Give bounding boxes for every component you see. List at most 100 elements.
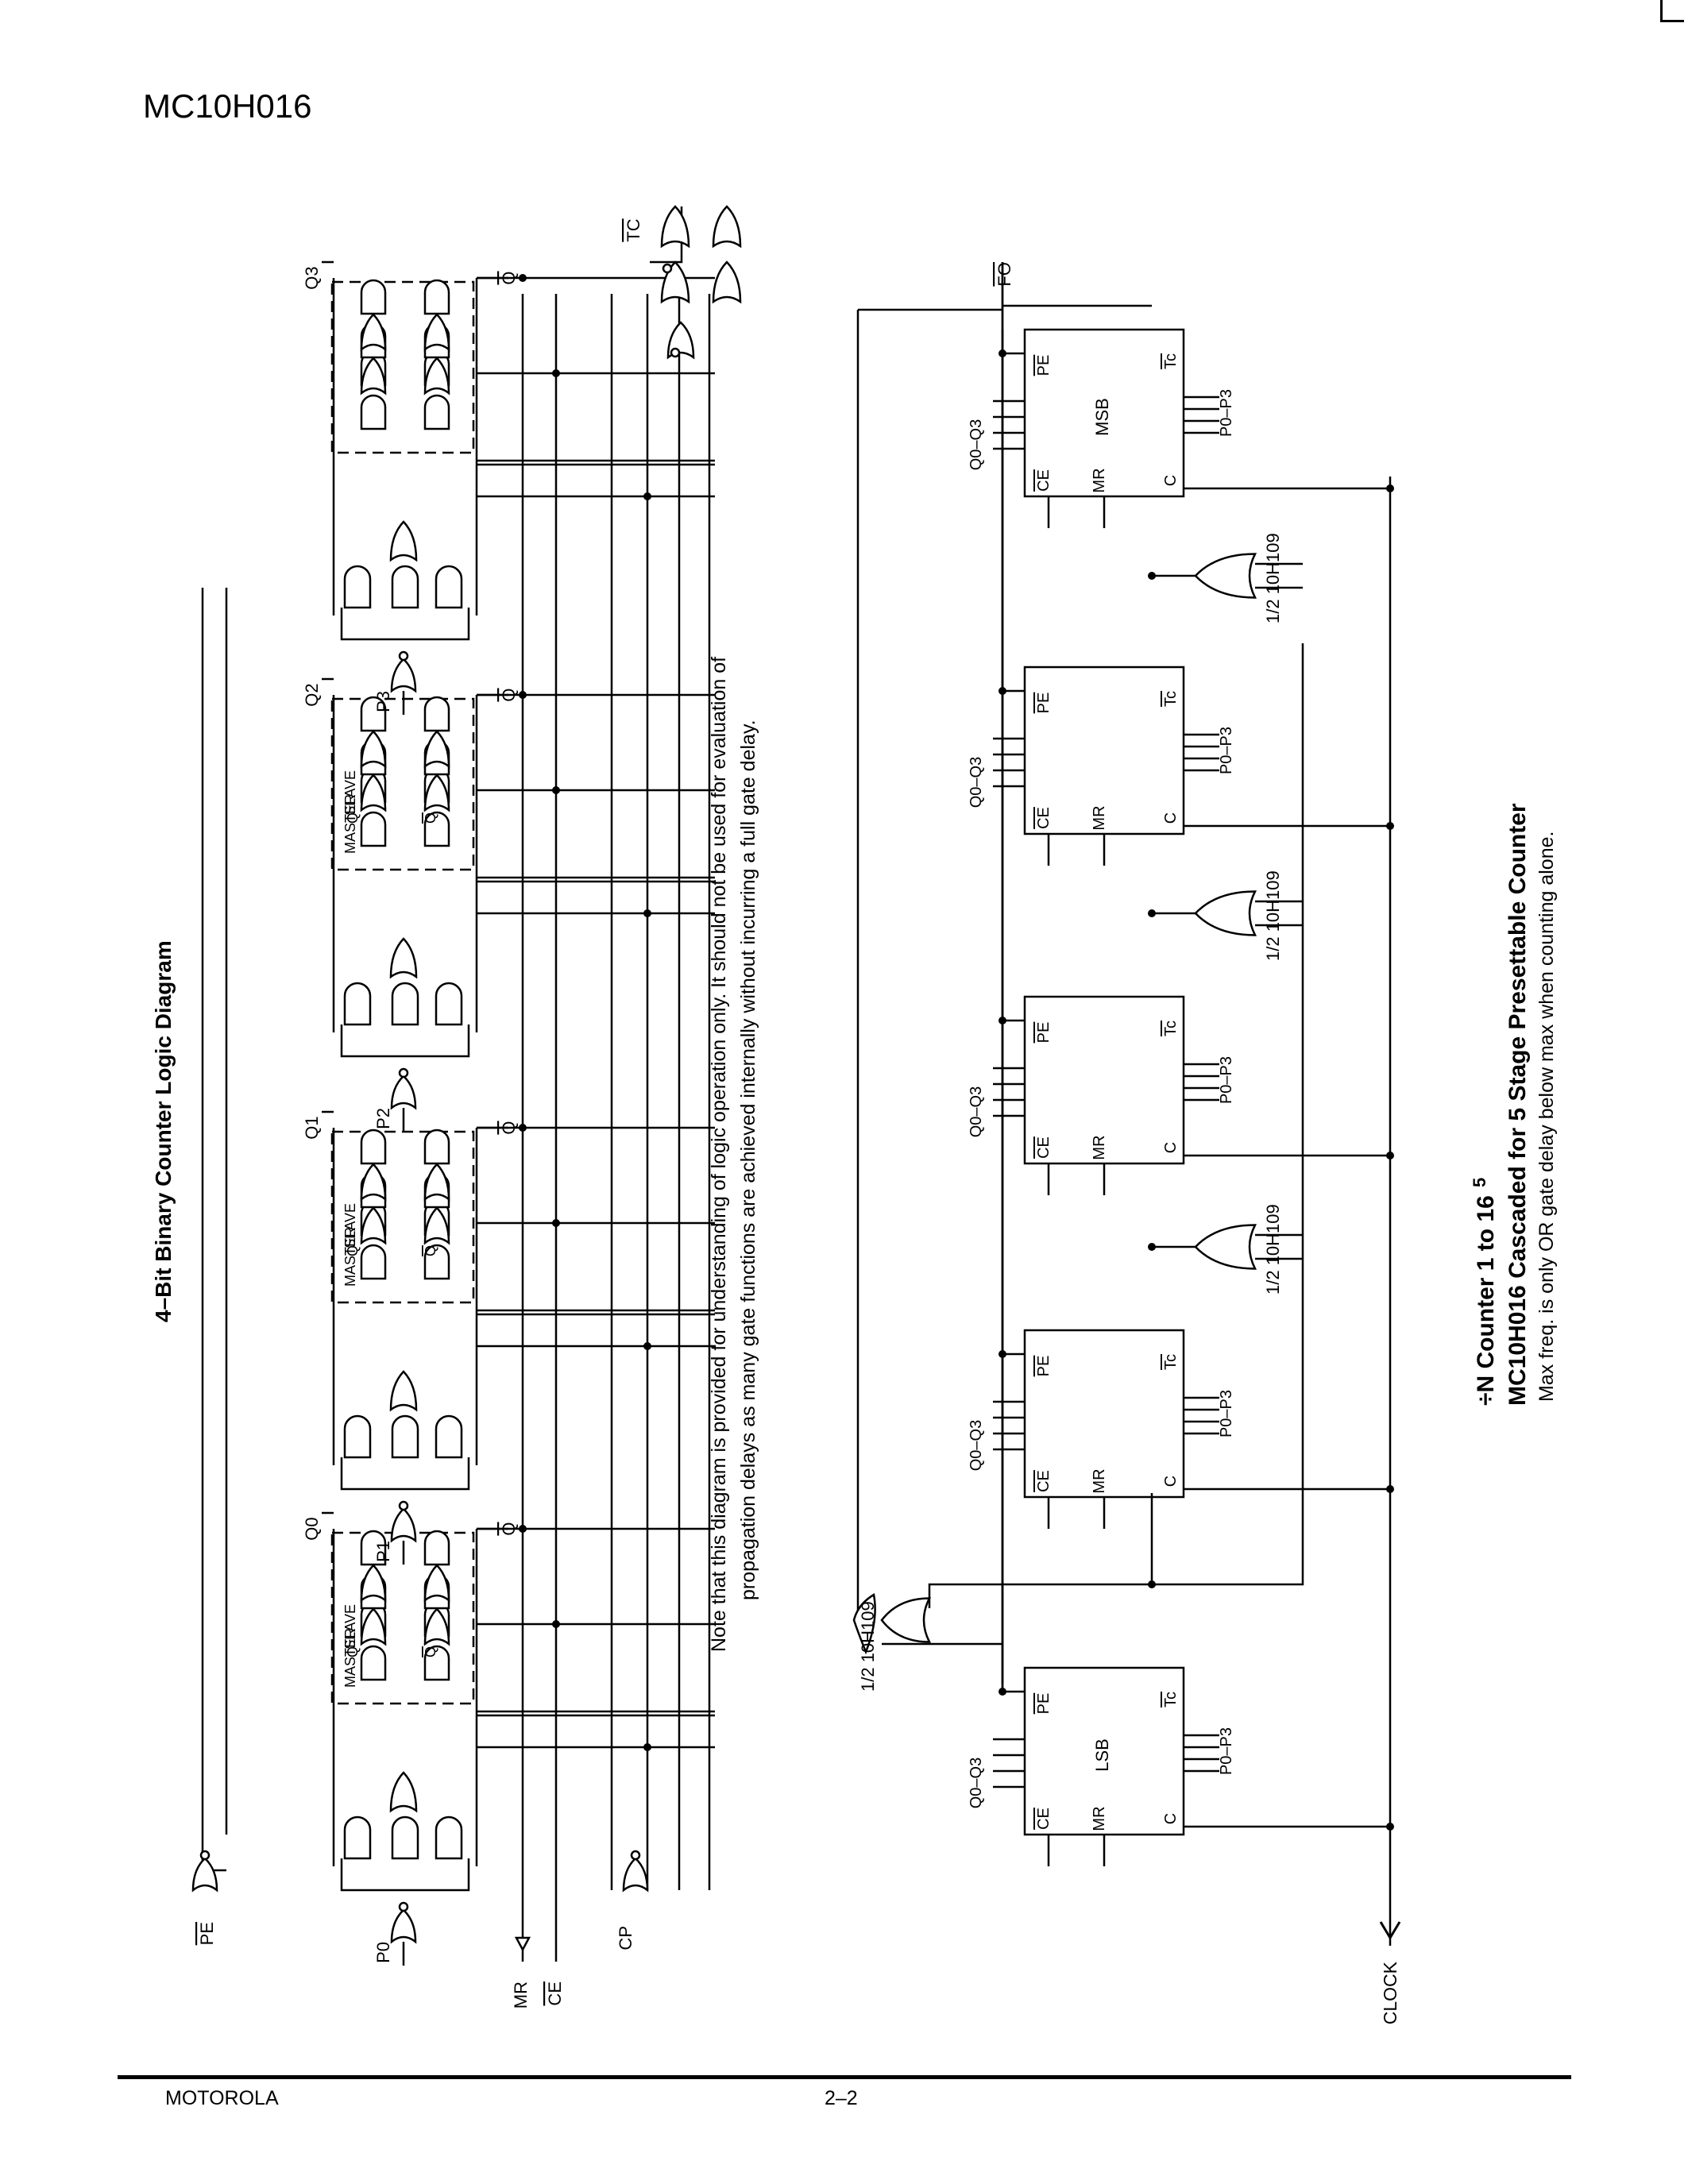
latch-or-gate (423, 730, 450, 769)
pin-tc: Tc (1162, 1692, 1180, 1707)
cascade-or-gate (1194, 890, 1257, 936)
qbar-label: Q (423, 812, 438, 824)
latch-and-gate (423, 279, 450, 315)
input-label-cp: CP (616, 1926, 635, 1951)
input-and-gate (343, 982, 372, 1026)
input-and-gate (435, 982, 463, 1026)
wire (340, 1457, 470, 1491)
pin-ce: CE (1035, 807, 1053, 829)
input-and-gate (391, 1815, 419, 1860)
pin-tc: Tc (1162, 691, 1180, 707)
latch-and-gate (360, 1645, 387, 1681)
junction-dot (1148, 1243, 1156, 1251)
pin-mr: MR (1091, 1468, 1108, 1493)
pin-p-bus: P0–P3 (1218, 1390, 1235, 1437)
msb-block-label: MSB (1092, 398, 1112, 436)
pin-p-bus: P0–P3 (1218, 1056, 1235, 1104)
diagram-gates (191, 205, 1257, 1952)
slave-label: SLAVE (342, 770, 358, 816)
input-and-gate (391, 982, 419, 1026)
footer-rule (118, 2075, 1571, 2079)
q-label: Q (345, 1646, 361, 1657)
latch-and-gate (360, 394, 387, 430)
input-label-pe: PE (197, 1922, 217, 1945)
pin-pe: PE (1035, 1022, 1053, 1044)
output-label-tc: TC (624, 218, 643, 241)
note-line1: Note that this diagram is provided for u… (708, 657, 730, 1652)
stage-block (1023, 666, 1185, 835)
inverter-bubble (662, 263, 673, 274)
output-label-q3: Q3 (302, 266, 322, 289)
junction-dot (1148, 572, 1156, 580)
latch-and-gate (360, 279, 387, 315)
input-label-p1: P1 (373, 1541, 393, 1562)
pin-ce: CE (1035, 1136, 1053, 1159)
input-label-p3: P3 (373, 691, 393, 712)
input-and-gate (343, 565, 372, 609)
wire (340, 1858, 470, 1892)
junction-dot (1386, 1152, 1394, 1160)
diagram-wiring (201, 206, 1401, 1966)
pin-tc: Tc (1162, 353, 1180, 369)
inverter-bubble (630, 1850, 641, 1861)
pin-p-bus: P0–P3 (1218, 727, 1235, 774)
junction-dot (999, 1350, 1006, 1358)
pin-c: C (1162, 812, 1180, 824)
pin-tc: Tc (1162, 1021, 1180, 1036)
inverter-bubble (670, 347, 681, 358)
latch-or-gate (360, 1564, 387, 1603)
stage-block (1023, 1329, 1185, 1499)
wire (1379, 1921, 1401, 1940)
pin-c: C (1162, 1813, 1180, 1824)
inverter-bubble (398, 1901, 409, 1912)
inverter-bubble (398, 1067, 409, 1078)
junction-dot (519, 1525, 527, 1533)
junction-dot (552, 1219, 560, 1227)
latch-and-gate (423, 1129, 450, 1165)
p-input-gate (390, 1908, 417, 1944)
input-and-gate (435, 565, 463, 609)
pin-ce: CE (1035, 469, 1053, 492)
pin-pe: PE (1035, 1693, 1053, 1715)
pin-mr: MR (1091, 1135, 1108, 1160)
pin-c: C (1162, 475, 1180, 486)
latch-or-gate (423, 1206, 450, 1245)
junction-dot (519, 274, 527, 282)
part-number-header: MC10H016 (143, 87, 312, 125)
input-label-ce: CE (545, 1981, 565, 2006)
latch-and-gate (423, 394, 450, 430)
q-label: Q (345, 1245, 361, 1256)
junction-dot (643, 1743, 651, 1751)
pin-c: C (1162, 1142, 1180, 1153)
p-input-gate (390, 1075, 417, 1110)
pin-q-bus: Q0–Q3 (968, 757, 985, 808)
pin-p-bus: P0–P3 (1218, 389, 1235, 437)
junction-dot (552, 1620, 560, 1628)
output-label-q0: Q0 (302, 1517, 322, 1540)
master-label: MASTER (342, 1227, 358, 1287)
latch-or-gate (423, 357, 450, 396)
output-label-q1: Q1 (302, 1116, 322, 1139)
msb-block (1023, 328, 1185, 498)
junction-dot (999, 687, 1006, 695)
junction-dot (1386, 1485, 1394, 1493)
junction-dot (552, 786, 560, 794)
output-label-qbar: Q (499, 688, 519, 701)
q-label: Q (345, 812, 361, 824)
fo-or-gate (852, 1593, 876, 1655)
output-label-qbar: Q (499, 1522, 519, 1535)
cp-input-gate (622, 1857, 649, 1893)
latch-and-gate (360, 696, 387, 732)
mr-arrow (514, 1936, 531, 1952)
tc-gate (712, 260, 742, 304)
master-label: MASTER (342, 1628, 358, 1688)
lsb-block (1023, 1666, 1185, 1836)
latch-or-gate (423, 1163, 450, 1202)
diagram2-title-superscript: 5 (1470, 1178, 1489, 1187)
pin-pe: PE (1035, 1356, 1053, 1377)
junction-dot (1148, 909, 1156, 917)
latch-and-gate (423, 1244, 450, 1280)
pin-ce: CE (1035, 1808, 1053, 1830)
input-label-mr: MR (511, 1981, 531, 2008)
